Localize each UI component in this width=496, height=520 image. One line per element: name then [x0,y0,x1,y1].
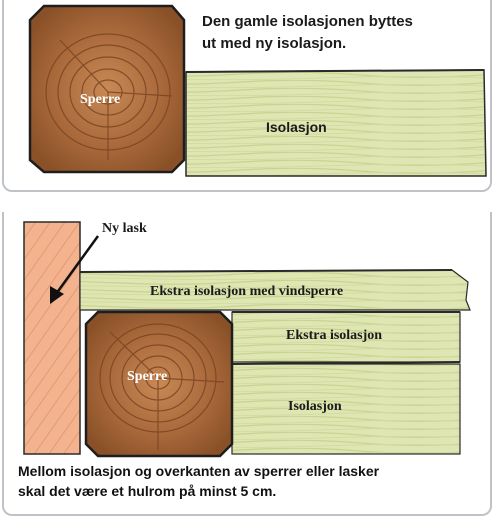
panel-bottom [2,212,492,516]
new-strip-label: Ny lask [102,221,147,236]
bottom-insulation-batt [231,361,461,455]
arrow-icon [50,235,100,304]
top-insulation-batt [185,69,487,177]
new-strip [23,221,81,455]
caption-line-1: Den gamle isolasjonen byttes [202,13,413,30]
extra-insulation [231,311,461,363]
footer-note-line-1: Mellom isolasjon og overkanten av sperre… [18,463,380,479]
top-rafter [28,4,186,174]
extra-wind-insulation [79,269,471,311]
bottom-rafter [84,310,234,458]
top-rafter-label: Sperre [80,92,121,107]
caption-line-2: ut med ny isolasjon. [202,35,347,52]
top-insulation-label: Isolasjon [266,119,327,135]
bottom-rafter-label: Sperre [127,369,168,384]
footer-note-line-2: skal det være et hulrom på minst 5 cm. [18,483,277,499]
extra-insulation-label: Ekstra isolasjon [286,328,383,343]
bottom-insulation-label: Isolasjon [288,399,342,414]
extra-wind-insulation-label: Ekstra isolasjon med vindsperre [150,284,344,299]
panel-top [2,0,492,192]
